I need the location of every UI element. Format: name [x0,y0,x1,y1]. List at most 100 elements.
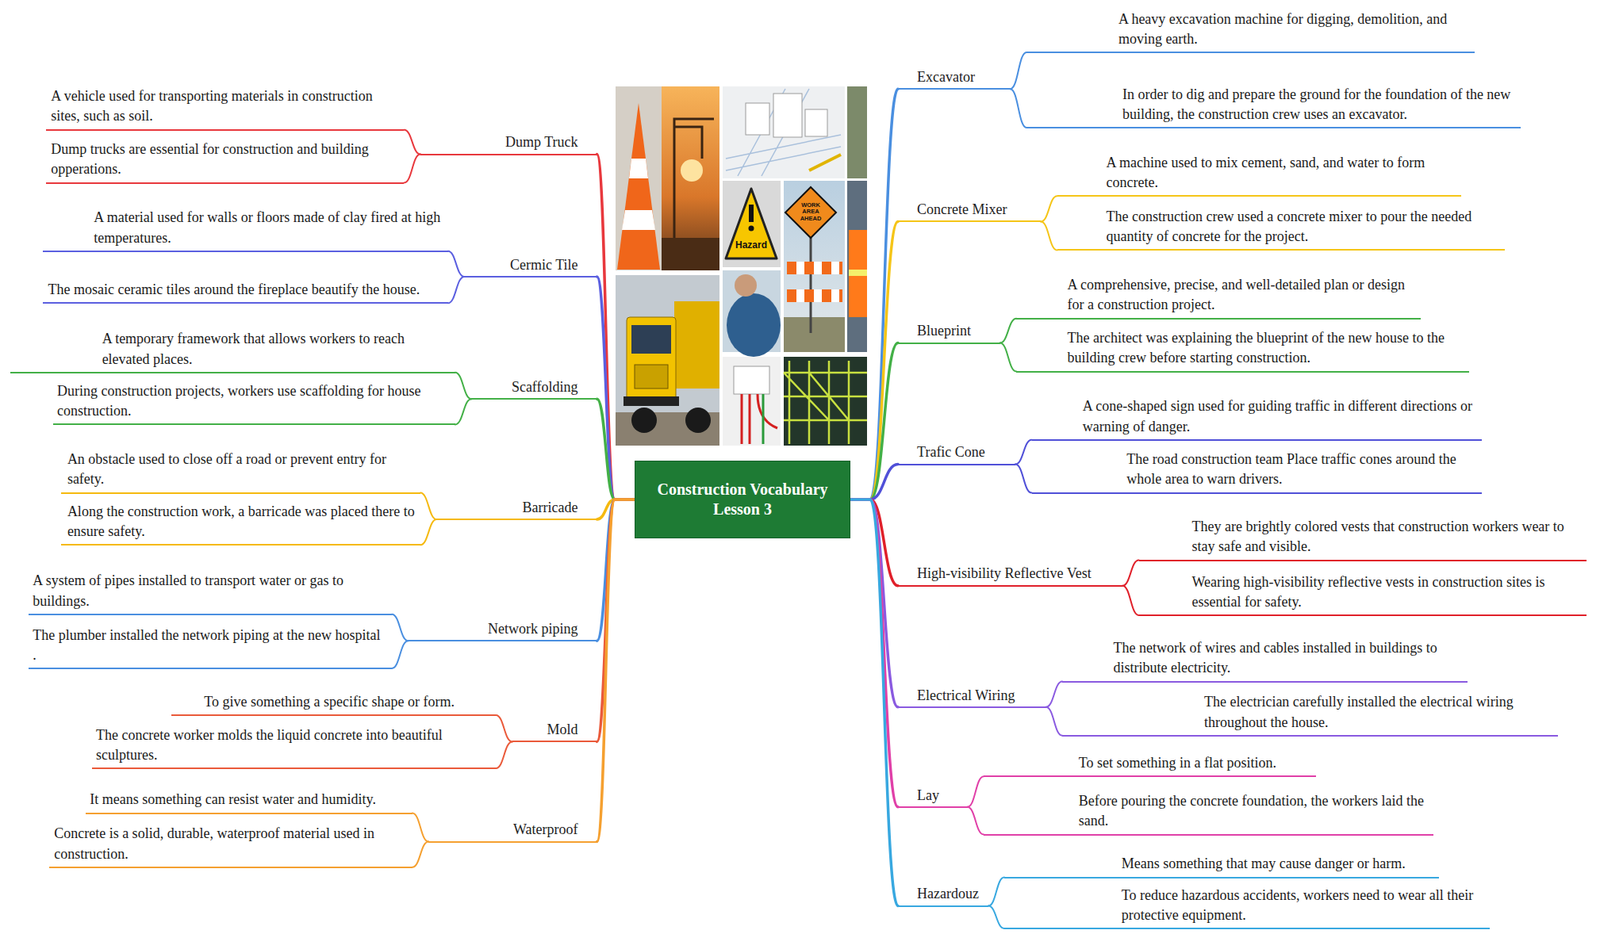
branch-line [1010,52,1028,89]
branch-node: Concrete Mixer [897,199,1041,223]
truck-wheel [685,407,711,434]
example-node: The road construction team Place traffic… [1032,448,1482,494]
truck-cab [626,317,676,405]
branch-line [850,499,898,907]
example-sentence: The road construction team Place traffic… [1126,449,1478,490]
example-sentence: The electrician carefully installed the … [1204,692,1554,733]
definition-node: To set something in a flat position. [983,752,1317,778]
sign-text-small: WORK AREA AHEAD [798,202,823,223]
central-topic: Construction Vocabulary Lesson 3 [634,460,851,539]
example-sentence: The architect was explaining the bluepri… [1067,328,1466,369]
definition-text: It means something can resist water and … [89,790,408,810]
ground-picture [661,237,720,271]
definition-node: They are brightly colored vests that con… [1139,515,1588,561]
branch-line [412,842,430,868]
barricade-stripe [831,289,840,303]
branch-line [850,221,898,500]
branch-line [1015,464,1033,494]
branch-line [597,499,635,843]
branch-node: Lay [897,786,967,809]
definition-text: A vehicle used for transporting material… [50,86,400,127]
work-area-sign [785,187,837,238]
example-node: The electrician carefully installed the … [1062,690,1558,737]
branch-line [1000,318,1017,344]
vest-picture [848,230,868,318]
example-node: Dump trucks are essential for constructi… [46,138,405,184]
exclamation-mark [748,204,754,223]
truck-bumper [623,396,680,407]
photo-tile [661,86,720,271]
example-node: The construction crew used a concrete mi… [1057,205,1506,251]
branch-line [403,154,421,184]
branch-node: Scaffolding [471,377,597,400]
branch-node: Network piping [408,619,598,642]
example-node: In order to dig and prepare the ground f… [1026,83,1521,129]
definition-text: A system of pipes installed to transport… [32,571,388,611]
definition-text: A comprehensive, precise, and well-detai… [1067,275,1416,315]
branch-line [597,499,635,742]
vocabulary-word: Lay [917,786,940,806]
example-node: During construction projects, workers us… [53,379,456,426]
branch-line [1122,586,1140,616]
barricade-plank [786,289,843,303]
example-node: The plumber installed the network piping… [28,624,392,670]
branch-line [967,776,985,808]
branch-line [597,499,635,641]
exclamation-dot [748,226,755,232]
barricade-plank [786,261,843,275]
definition-node: An obstacle used to close off a road or … [61,448,421,494]
definition-node: The network of wires and cables installe… [1062,636,1468,683]
branch-line [391,640,409,669]
definition-text: To set something in a flat position. [1078,753,1313,774]
definition-node: Means something that may cause danger or… [1004,852,1439,879]
branch-line [1010,88,1028,128]
cone-stripe [629,158,649,179]
branch-line [597,154,635,500]
branch-line [1046,682,1063,708]
example-sentence: To reduce hazardous accidents, workers n… [1121,886,1485,926]
barricade-stripe [796,289,805,303]
vocabulary-word: Trafic Cone [917,442,986,463]
example-sentence: Dump trucks are essential for constructi… [50,139,400,180]
definition-text: They are brightly colored vests that con… [1192,517,1583,557]
branch-line [455,399,472,425]
branch-line [988,878,1005,907]
ground-picture [783,317,845,353]
vocabulary-word: High-visibility Reflective Vest [917,564,1092,584]
branch-line [420,493,438,520]
photo-tile [847,86,868,179]
example-sentence: Along the construction work, a barricade… [67,502,416,542]
photo-tile [783,180,845,353]
branch-node: High-visibility Reflective Vest [897,564,1123,587]
branch-line [391,614,409,641]
definition-text: An obstacle used to close off a road or … [67,449,416,490]
example-sentence: Wearing high-visibility reflective vests… [1192,572,1583,613]
branch-line [495,715,513,742]
vocabulary-word: Concrete Mixer [917,199,1007,220]
wire-picture [741,394,778,445]
branch-line [597,499,635,520]
example-sentence: During construction projects, workers us… [57,381,451,422]
vocabulary-word: Electrical Wiring [917,686,1015,706]
branch-node: Hazardouz [897,884,989,907]
definition-node: A cone-shaped sign used for guiding traf… [1032,395,1482,441]
photo-tile [615,275,720,446]
branch-node: Trafic Cone [897,442,1016,465]
truck-windshield [631,325,672,354]
definition-text: A cone-shaped sign used for guiding traf… [1082,396,1478,437]
wire-picture [762,394,765,445]
branch-node: Excavator [897,67,1011,90]
definition-node: A heavy excavation machine for digging, … [1026,7,1475,54]
building-model [745,103,770,135]
cone-stripe [621,210,656,231]
branch-node: Dump Truck [420,132,598,155]
branch-line [850,343,898,500]
building-model [773,93,802,138]
branch-line [988,906,1005,929]
definition-node: A temporary framework that allows worker… [10,327,456,373]
definition-text: The network of wires and cables installe… [1112,638,1462,679]
definition-text: To give something a specific shape or fo… [203,692,492,713]
photo-tile [783,356,868,446]
photo-tile [722,356,781,446]
